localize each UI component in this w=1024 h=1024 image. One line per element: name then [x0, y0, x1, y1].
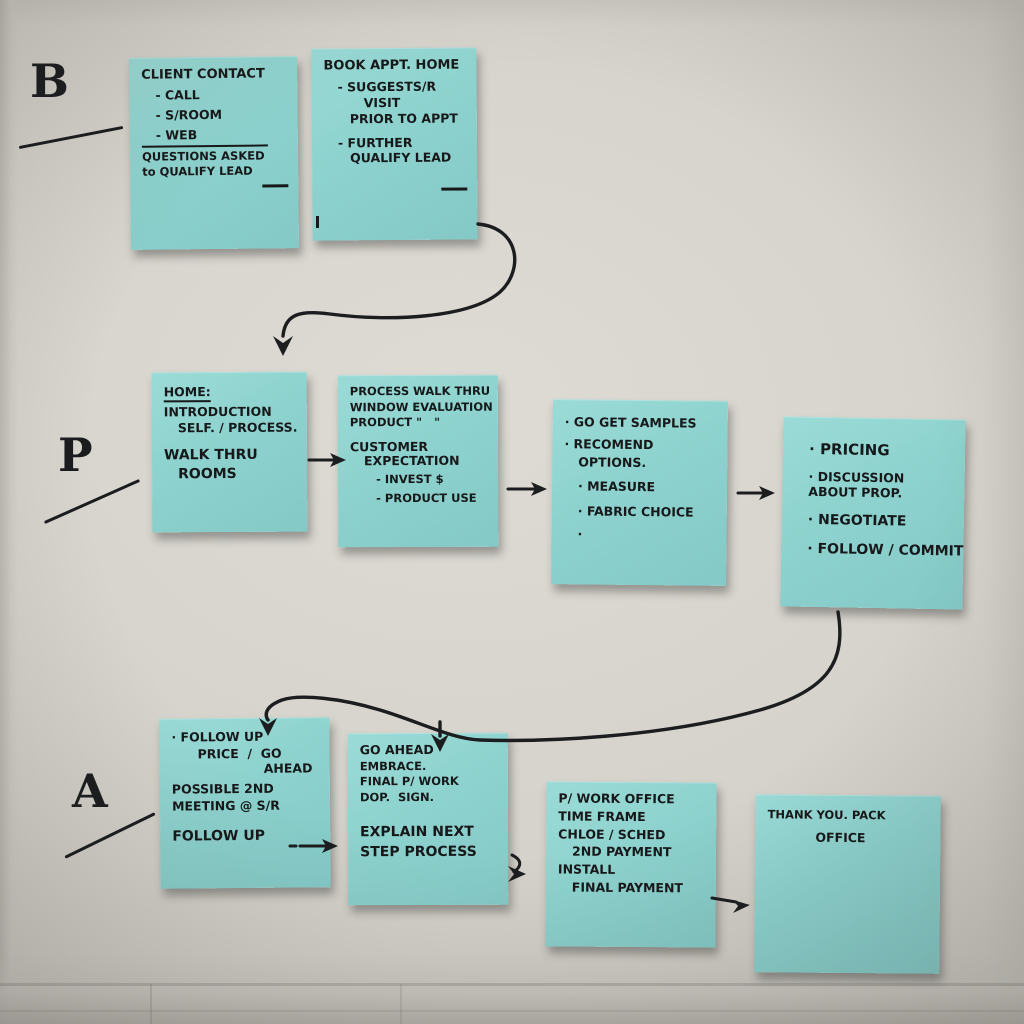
stage-marker-label: A: [72, 764, 108, 818]
note-line: · PRICING: [808, 439, 890, 460]
sticky-note-process-walk-thru[interactable]: PROCESS WALK THRU WINDOW EVALUATION PROD…: [337, 374, 499, 548]
note-title: PROCESS WALK THRU: [349, 383, 491, 399]
note-line: VISIT: [363, 95, 401, 111]
note-line: QUALIFY LEAD: [350, 149, 452, 166]
sticky-note-paperwork-office[interactable]: P/ WORK OFFICE TIME FRAME CHLOE / SCHED …: [545, 781, 717, 948]
note-line: 2ND PAYMENT: [572, 843, 672, 860]
sticky-note-go-ahead[interactable]: GO AHEAD EMBRACE. FINAL P/ WORK DOP. SIG…: [347, 732, 509, 906]
note-tick-mark: [441, 187, 468, 191]
paper-edge-left: [0, 0, 18, 1024]
note-line: ·: [577, 526, 583, 542]
note-line: · FOLLOW / COMMIT: [807, 540, 964, 560]
paper-crease: [150, 984, 152, 1024]
note-line: FOLLOW UP: [172, 827, 266, 845]
paper-crease: [0, 1010, 1024, 1012]
note-line: · RECOMEND: [564, 435, 654, 452]
stage-marker-p: P: [43, 428, 168, 542]
sticky-note-book-appt-home[interactable]: BOOK APPT. HOME - SUGGESTS/R VISIT PRIOR…: [311, 47, 478, 241]
stage-marker-b: B: [18, 54, 140, 168]
note-line: EXPECTATION: [363, 453, 460, 469]
note-line: - WEB: [155, 127, 198, 143]
note-line: · GO GET SAMPLES: [564, 414, 697, 431]
paper-edge-right: [984, 0, 1024, 1024]
note-line: WINDOW EVALUATION: [349, 399, 493, 414]
arrow-book-appt-to-home: [273, 222, 517, 356]
note-divider: [141, 144, 268, 148]
sticky-note-home-introduction[interactable]: HOME: INTRODUCTION SELF. / PROCESS. WALK…: [151, 371, 308, 533]
stage-marker-a: A: [64, 764, 182, 878]
arrow-pricing-to-row3: [259, 610, 842, 752]
sticky-note-thank-you-pack[interactable]: THANK YOU. PACK OFFICE: [754, 794, 941, 974]
note-line: - PRODUCT USE: [376, 490, 477, 505]
note-line: POSSIBLE 2ND: [171, 780, 274, 797]
note-title: CLIENT CONTACT: [141, 66, 265, 83]
note-line: FINAL PAYMENT: [571, 879, 684, 896]
sticky-note-samples-measure[interactable]: · GO GET SAMPLES · RECOMEND OPTIONS. · M…: [551, 399, 728, 586]
note-line: EMBRACE.: [359, 758, 427, 773]
note-line: - FURTHER: [337, 134, 413, 150]
note-line: - S/ROOM: [155, 106, 223, 123]
note-line: WALK THRU: [163, 447, 258, 464]
note-line: MEETING @ S/R: [171, 797, 280, 814]
note-line: ROOMS: [178, 465, 237, 483]
note-line: · FOLLOW UP: [171, 728, 264, 745]
note-title: BOOK APPT. HOME: [323, 57, 460, 74]
note-line: - INVEST $: [376, 472, 444, 487]
stage-marker-label: B: [30, 54, 69, 108]
arrow-goahead-to-paperwork: [508, 853, 526, 882]
note-line: EXPLAIN NEXT: [360, 824, 474, 841]
arrow-process-to-samples: [506, 482, 547, 496]
note-line: · MEASURE: [577, 478, 656, 495]
note-title: THANK YOU. PACK: [767, 807, 886, 823]
note-line: INSTALL: [557, 861, 616, 877]
note-title: GO AHEAD: [359, 741, 434, 758]
paper-crease: [0, 983, 1024, 986]
note-tick-mark: [316, 216, 319, 228]
note-line: TIME FRAME: [558, 808, 646, 824]
note-line: · NEGOTIATE: [807, 512, 907, 530]
note-line: PRODUCT " ": [349, 415, 441, 430]
paper-crease: [400, 984, 402, 1024]
note-line: SELF. / PROCESS.: [177, 419, 298, 435]
stage-marker-label: P: [58, 428, 93, 482]
note-line: OFFICE: [815, 829, 866, 845]
note-line: - SUGGESTS/R: [337, 79, 437, 95]
note-line: CUSTOMER: [349, 438, 429, 454]
note-line: OPTIONS.: [578, 453, 647, 470]
note-line: PRIOR TO APPT: [349, 110, 458, 127]
note-line: · FABRIC CHOICE: [577, 503, 694, 520]
sticky-note-pricing-negotiate[interactable]: · PRICING · DISCUSSION ABOUT PROP. · NEG…: [780, 416, 966, 610]
note-line: FINAL P/ WORK: [359, 774, 459, 789]
paper-edge-top: [0, 0, 1024, 26]
note-title: HOME:: [164, 384, 211, 403]
note-tick-mark: [262, 183, 289, 188]
note-line: DOP. SIGN.: [359, 789, 434, 805]
note-line: CHLOE / SCHED: [558, 825, 666, 842]
note-line: - CALL: [155, 87, 200, 103]
sticky-note-client-contact[interactable]: CLIENT CONTACT - CALL - S/ROOM - WEB QUE…: [128, 56, 300, 250]
note-line: to QUALIFY LEAD: [142, 163, 253, 179]
note-line: AHEAD: [263, 759, 313, 776]
note-line: INTRODUCTION: [163, 403, 272, 420]
note-title: P/ WORK OFFICE: [558, 790, 675, 807]
arrow-samples-to-pricing: [736, 486, 775, 500]
note-line: ABOUT PROP.: [808, 484, 903, 501]
note-line: QUESTIONS ASKED: [141, 148, 265, 164]
note-line: STEP PROCESS: [360, 843, 477, 861]
sticky-note-follow-up-price[interactable]: · FOLLOW UP PRICE / GO AHEAD POSSIBLE 2N…: [159, 717, 331, 889]
arrow-paperwork-to-thankyou: [710, 896, 750, 913]
